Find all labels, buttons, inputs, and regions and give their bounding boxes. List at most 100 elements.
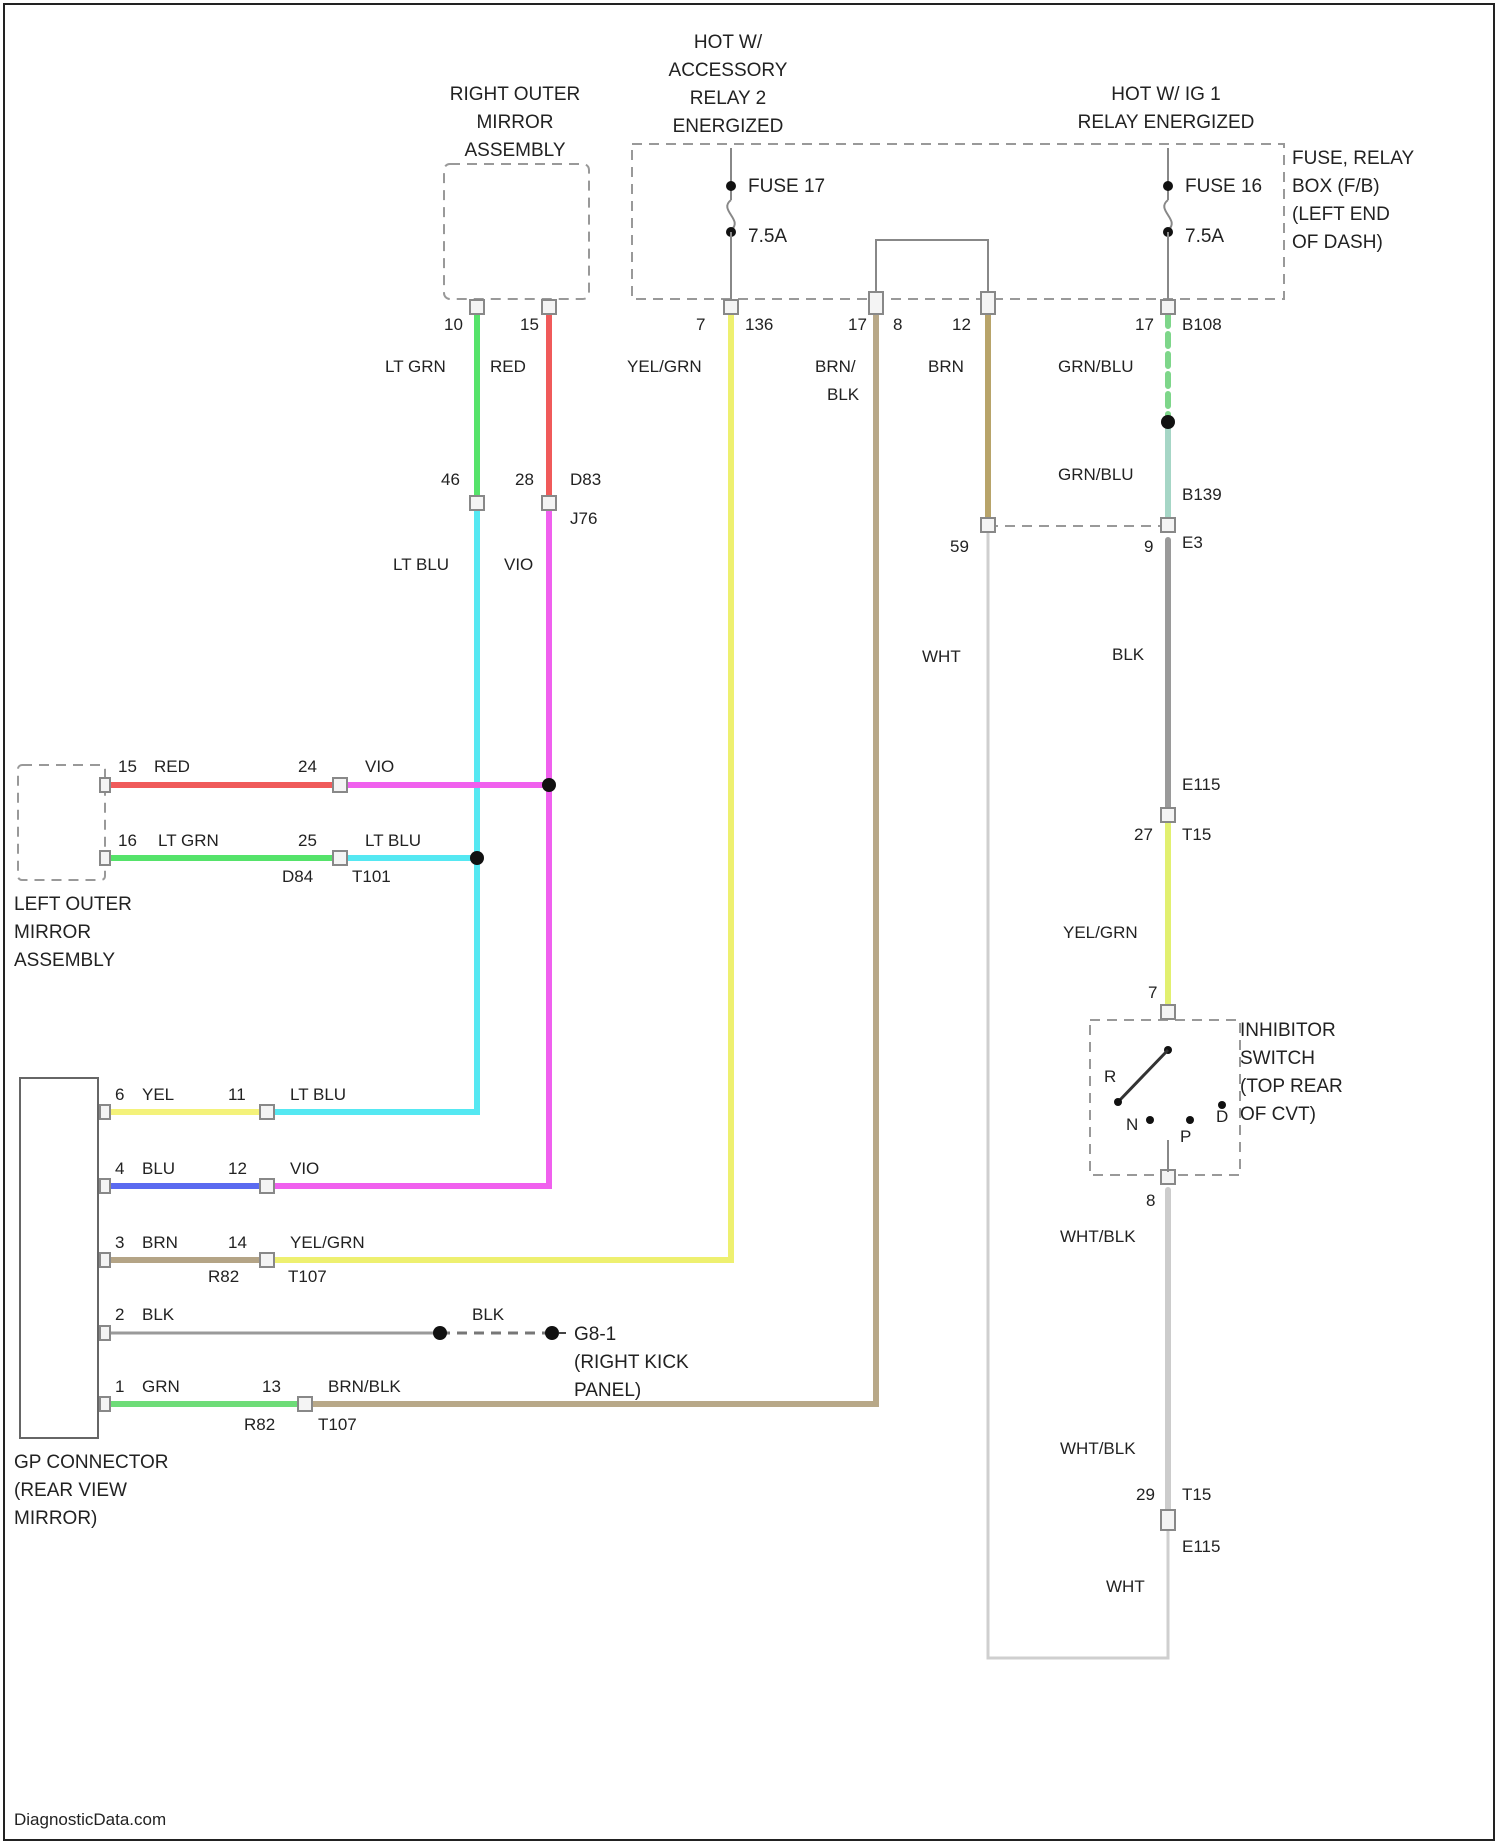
- svg-text:8: 8: [1146, 1191, 1155, 1210]
- svg-text:E115: E115: [1182, 1537, 1220, 1556]
- svg-text:P: P: [1180, 1127, 1191, 1146]
- svg-text:B108: B108: [1182, 315, 1222, 334]
- svg-text:WHT: WHT: [1106, 1577, 1145, 1596]
- label-fuse-relay-box: FUSE, RELAY BOX (F/B) (LEFT END OF DASH): [1292, 148, 1414, 253]
- svg-text:GRN/BLU: GRN/BLU: [1058, 357, 1134, 376]
- svg-text:BLK: BLK: [1112, 645, 1145, 664]
- svg-text:RED: RED: [490, 357, 526, 376]
- svg-text:YEL/GRN: YEL/GRN: [1063, 923, 1138, 942]
- svg-text:GRN: GRN: [142, 1377, 180, 1396]
- fuse-17-name: FUSE 17: [748, 176, 825, 197]
- svg-text:R82: R82: [244, 1415, 275, 1434]
- fuse-relay-box: [632, 144, 1284, 299]
- svg-text:R82: R82: [208, 1267, 239, 1286]
- svg-text:10: 10: [444, 315, 463, 334]
- svg-text:8: 8: [893, 315, 902, 334]
- svg-text:WHT/BLK: WHT/BLK: [1060, 1439, 1136, 1458]
- svg-text:BLK: BLK: [827, 385, 860, 404]
- inhibitor-switch-contacts: [1114, 1046, 1226, 1172]
- svg-text:9: 9: [1144, 537, 1153, 556]
- svg-text:D84: D84: [282, 867, 313, 886]
- wire-lt-blu-main: [272, 505, 477, 1112]
- svg-text:YEL/GRN: YEL/GRN: [627, 357, 702, 376]
- svg-text:3: 3: [115, 1233, 124, 1252]
- svg-text:(LEFT END: (LEFT END: [1292, 204, 1390, 225]
- svg-text:D: D: [1216, 1107, 1228, 1126]
- svg-text:FUSE, RELAY: FUSE, RELAY: [1292, 148, 1414, 169]
- svg-text:6: 6: [115, 1085, 124, 1104]
- svg-text:LT GRN: LT GRN: [385, 357, 446, 376]
- watermark: DiagnosticData.com: [14, 1810, 166, 1829]
- svg-text:T107: T107: [288, 1267, 327, 1286]
- svg-text:(TOP REAR: (TOP REAR: [1240, 1076, 1343, 1097]
- svg-text:LT GRN: LT GRN: [158, 831, 219, 850]
- svg-text:WHT: WHT: [922, 647, 961, 666]
- svg-text:LT BLU: LT BLU: [365, 831, 421, 850]
- fuse-16: [1163, 148, 1173, 300]
- svg-text:11: 11: [228, 1085, 246, 1104]
- svg-text:(REAR VIEW: (REAR VIEW: [14, 1480, 127, 1501]
- svg-text:HOT W/ IG 1: HOT W/ IG 1: [1111, 84, 1220, 105]
- svg-text:BRN: BRN: [928, 357, 964, 376]
- label-accessory-relay: HOT W/ ACCESSORY RELAY 2 ENERGIZED: [669, 32, 788, 137]
- left-outer-mirror-box: [18, 765, 105, 880]
- svg-text:GP CONNECTOR: GP CONNECTOR: [14, 1452, 169, 1473]
- svg-text:16: 16: [118, 831, 137, 850]
- svg-text:4: 4: [115, 1159, 124, 1178]
- svg-text:G8-1: G8-1: [574, 1324, 616, 1345]
- svg-text:VIO: VIO: [290, 1159, 319, 1178]
- svg-text:25: 25: [298, 831, 317, 850]
- svg-text:SWITCH: SWITCH: [1240, 1048, 1315, 1069]
- svg-text:MIRROR): MIRROR): [14, 1508, 97, 1529]
- svg-text:24: 24: [298, 757, 317, 776]
- svg-text:46: 46: [441, 470, 460, 489]
- gp-connector-box: [20, 1078, 98, 1438]
- label-inhibitor-switch: INHIBITOR SWITCH (TOP REAR OF CVT): [1240, 1020, 1343, 1125]
- svg-text:15: 15: [520, 315, 539, 334]
- svg-text:59: 59: [950, 537, 969, 556]
- splice-nodes: [433, 415, 1175, 1340]
- svg-text:BLK: BLK: [472, 1305, 505, 1324]
- label-ig1-relay: HOT W/ IG 1 RELAY ENERGIZED: [1078, 84, 1255, 133]
- svg-text:N: N: [1126, 1115, 1138, 1134]
- svg-text:E115: E115: [1182, 775, 1220, 794]
- svg-text:T101: T101: [352, 867, 391, 886]
- svg-text:WHT/BLK: WHT/BLK: [1060, 1227, 1136, 1246]
- right-outer-mirror-box: [444, 164, 589, 299]
- connector-pins: [100, 292, 1175, 1530]
- label-right-outer-mirror: RIGHT OUTER MIRROR ASSEMBLY: [450, 84, 581, 161]
- svg-text:RIGHT OUTER: RIGHT OUTER: [450, 84, 581, 105]
- svg-text:R: R: [1104, 1067, 1116, 1086]
- svg-text:7: 7: [696, 315, 705, 334]
- svg-text:15: 15: [118, 757, 137, 776]
- svg-text:VIO: VIO: [365, 757, 394, 776]
- svg-text:LT BLU: LT BLU: [393, 555, 449, 574]
- svg-text:2: 2: [115, 1305, 124, 1324]
- fuse-16-name: FUSE 16: [1185, 176, 1262, 197]
- svg-text:YEL: YEL: [142, 1085, 174, 1104]
- svg-text:YEL/GRN: YEL/GRN: [290, 1233, 365, 1252]
- svg-text:LT BLU: LT BLU: [290, 1085, 346, 1104]
- fuse-17-rating: 7.5A: [748, 226, 787, 247]
- svg-text:14: 14: [228, 1233, 247, 1252]
- svg-text:BLU: BLU: [142, 1159, 175, 1178]
- svg-text:INHIBITOR: INHIBITOR: [1240, 1020, 1336, 1041]
- svg-text:ENERGIZED: ENERGIZED: [673, 116, 784, 137]
- svg-text:29: 29: [1136, 1485, 1155, 1504]
- label-ground: G8-1 (RIGHT KICK PANEL): [574, 1324, 689, 1401]
- svg-text:MIRROR: MIRROR: [476, 112, 553, 133]
- svg-text:J76: J76: [570, 509, 597, 528]
- svg-text:17: 17: [1135, 315, 1154, 334]
- svg-text:LEFT OUTER: LEFT OUTER: [14, 894, 132, 915]
- diagram-frame: [4, 4, 1494, 1840]
- svg-text:D83: D83: [570, 470, 601, 489]
- svg-text:BRN/: BRN/: [815, 357, 856, 376]
- svg-text:VIO: VIO: [504, 555, 533, 574]
- svg-text:MIRROR: MIRROR: [14, 922, 91, 943]
- svg-text:PANEL): PANEL): [574, 1380, 641, 1401]
- svg-text:T15: T15: [1182, 825, 1211, 844]
- svg-text:RELAY ENERGIZED: RELAY ENERGIZED: [1078, 112, 1255, 133]
- svg-text:B139: B139: [1182, 485, 1222, 504]
- svg-text:T15: T15: [1182, 1485, 1211, 1504]
